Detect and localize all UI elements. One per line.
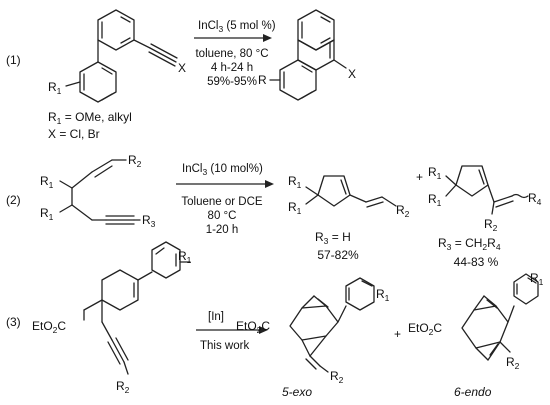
phenanthrene-top-ring: [297, 9, 335, 51]
reaction-2-reagent: InCl3 (10 mol%): [182, 163, 263, 177]
reaction-2-substrate: R1 R1 R2 R3: [40, 153, 156, 229]
reaction-3-condition: This work: [200, 340, 249, 352]
cyclohexene-ring: [101, 269, 139, 311]
reaction-3-product-6-endo: EtO2C R2 R1: [408, 271, 544, 371]
product-a-note: R3 = H: [315, 230, 351, 246]
svg-text:R1: R1: [288, 200, 302, 216]
svg-text:R2: R2: [116, 379, 130, 395]
reaction-3-number: (3): [6, 315, 21, 329]
exo-bicycle-outer: [289, 305, 339, 341]
phenanthrene-bottom-ring: [279, 59, 317, 101]
substrate-r1-label: R1: [48, 80, 62, 96]
reaction-1-substrate: X R1: [48, 9, 186, 103]
cyclopentene-ring-a: [317, 175, 351, 207]
svg-text:R4: R4: [528, 191, 542, 207]
substrate-upper-ring: [97, 9, 135, 51]
r1-note: R1 = OMe, alkyl: [48, 110, 132, 126]
cyclopentene-ring-b: [455, 165, 489, 197]
product-5-exo-label: 5-exo: [282, 385, 312, 399]
svg-text:R1: R1: [288, 174, 302, 190]
product-x-bond: [333, 59, 347, 69]
endo-ester-label: EtO2C: [408, 321, 442, 337]
svg-text:R2: R2: [330, 369, 344, 385]
exo-ester-label: EtO2C: [236, 319, 270, 335]
endo-aryl-ring: [513, 273, 539, 305]
substrate-lower-ring: [79, 61, 117, 103]
product-b-yield: 44-83 %: [454, 255, 499, 269]
reaction-2-product-b: R1 R1 R4 R2: [428, 165, 542, 233]
phenanthrene-middle-ring: [297, 39, 335, 71]
product-r-label: R: [258, 73, 267, 87]
product-b-note: R3 = CH2R4: [438, 236, 501, 252]
alkyne-triple-bond: [149, 47, 177, 63]
svg-text:R3: R3: [142, 213, 156, 229]
product-a-yield: 57-82%: [317, 248, 359, 262]
r1-bond: [65, 81, 81, 87]
reaction-1-reagent: InCl3 (5 mol %): [198, 20, 276, 34]
reaction-2-condition-1: Toluene or DCE: [181, 196, 263, 208]
svg-text:R1: R1: [40, 206, 54, 222]
reaction-3-reagent: [In]: [208, 311, 224, 323]
svg-text:R1: R1: [530, 271, 544, 287]
svg-text:R1: R1: [428, 192, 442, 208]
endo-bicycle-outer: [461, 305, 509, 349]
reaction-3-product-5-exo: EtO2C R2 R1: [236, 277, 390, 385]
reaction-2-product-a: R1 R1 R2: [288, 174, 410, 219]
reaction-2: (2) R1 R1 R2 R3 InCl3 (10 mol%) Toluene …: [6, 153, 542, 269]
reaction-2-number: (2): [6, 193, 21, 207]
svg-text:R1: R1: [376, 287, 390, 303]
svg-text:R1: R1: [178, 249, 192, 265]
substrate-aryl-ring: [151, 241, 181, 279]
reaction-1-condition-1: toluene, 80 °C: [195, 48, 268, 60]
reaction-1-product: X R: [258, 9, 356, 101]
alkene-bond: [91, 159, 113, 173]
svg-text:R1: R1: [428, 165, 442, 181]
reaction-3-plus: +: [394, 327, 401, 341]
substrate-ester-label: EtO2C: [32, 319, 66, 335]
svg-text:R2: R2: [396, 203, 410, 219]
x-note: X = Cl, Br: [48, 127, 100, 141]
substrate-x-label: X: [178, 61, 186, 75]
reaction-2-condition-3: 1-20 h: [206, 224, 239, 236]
reaction-1-number: (1): [6, 53, 21, 67]
reaction-3-substrate: EtO2C R2 R1: [32, 241, 192, 395]
reaction-3: (3) EtO2C R2 R1 [In] This work: [6, 241, 544, 399]
svg-text:R2: R2: [484, 217, 498, 233]
svg-text:R2: R2: [506, 355, 520, 371]
exo-aryl-ring: [345, 277, 375, 311]
reaction-1-yield: 59%-95%: [207, 76, 257, 88]
product-x-label: X: [348, 67, 356, 81]
reaction-2-condition-2: 80 °C: [208, 210, 237, 222]
alkyne-link: [133, 39, 151, 49]
reaction-2-plus: +: [416, 170, 423, 184]
wavy-bond: [511, 193, 529, 199]
reaction-1-condition-2: 4 h-24 h: [211, 62, 253, 74]
product-6-endo-label: 6-endo: [454, 385, 492, 399]
svg-text:R1: R1: [40, 174, 54, 190]
svg-text:R2: R2: [128, 153, 142, 169]
reaction-1: (1) X R1 R1 = OMe, alkyl X = Cl, Br InCl…: [6, 9, 356, 141]
